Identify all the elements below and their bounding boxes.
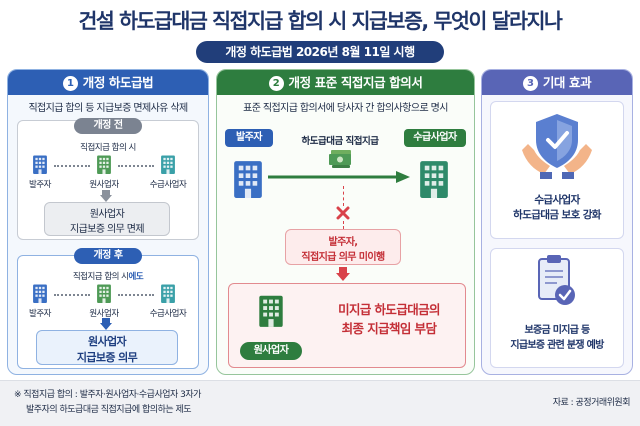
arrow-icon <box>336 267 350 281</box>
failure-line2: 직접지급 의무 미이행 <box>301 252 385 263</box>
entity-label: 수급사업자 <box>149 180 187 190</box>
page-subtitle: 개정 하도급법 2026년 8월 11일 시행 <box>196 41 444 63</box>
failure-box: 발주자, 직접지급 의무 미이행 <box>285 229 401 265</box>
before-note: 직접지급 합의 시 <box>80 143 136 153</box>
money-icon <box>329 150 351 168</box>
after-tag: 개정 후 <box>74 248 142 264</box>
panel-header-label: 개정 표준 직접지급 합의서 <box>288 75 423 90</box>
entity-label: 발주자 <box>29 309 51 319</box>
panel-number: 1 <box>62 76 78 91</box>
effect-2-text: 보증금 미지급 등 지급보증 관련 분쟁 예방 <box>490 323 624 353</box>
source-label: 자료 : 공정거래위원회 <box>552 398 631 408</box>
effect-2-line2: 지급보증 관련 분쟁 예방 <box>510 340 604 351</box>
dashed-line <box>343 221 344 229</box>
building-icon <box>259 295 283 327</box>
entity-label: 원사업자 <box>89 309 119 319</box>
building-icon <box>234 161 262 198</box>
effect-2-line1: 보증금 미지급 등 <box>524 325 590 336</box>
payment-label: 하도급대금 직접지급 <box>301 136 379 147</box>
after-result: 원사업자 지급보증 의무 <box>36 330 178 365</box>
panel-description: 표준 직접지급 합의서에 당사자 간 합의사항으로 명시 <box>243 103 448 114</box>
entity-label: 발주자 <box>29 180 51 190</box>
dotted-connector <box>118 294 154 296</box>
after-result-line2: 지급보증 의무 <box>76 351 138 364</box>
x-mark-icon <box>336 206 350 220</box>
subcontractor-tag: 수급사업자 <box>404 129 466 147</box>
orderer-tag: 발주자 <box>225 129 273 147</box>
building-icon <box>33 284 47 303</box>
effect-1-text: 수급사업자 하도급대금 보호 강화 <box>490 193 624 223</box>
after-note: 직접지급 합의 시에도 <box>17 270 199 282</box>
building-icon <box>97 155 111 174</box>
page-title: 건설 하도급대금 직접지급 합의 시 지급보증, 무엇이 달라지나 <box>78 9 562 33</box>
entity-label: 원사업자 <box>89 180 119 190</box>
panel-header-label: 기대 효과 <box>542 75 592 90</box>
building-icon <box>161 155 175 174</box>
dashed-line <box>343 186 344 206</box>
effect-1-line2: 하도급대금 보호 강화 <box>513 209 601 221</box>
panel-header: 1 개정 하도급법 <box>8 70 208 95</box>
after-note-highlight: 에도 <box>128 272 144 282</box>
panel-number: 3 <box>522 76 538 91</box>
building-icon <box>161 284 175 303</box>
liability-line2: 최종 지급책임 부담 <box>341 321 437 336</box>
before-tag: 개정 전 <box>74 118 142 134</box>
shield-hands-icon <box>522 114 592 179</box>
liability-text: 미지급 하도급대금의 최종 지급책임 부담 <box>316 300 462 338</box>
panel-header: 2 개정 표준 직접지급 합의서 <box>217 70 474 95</box>
building-icon <box>33 155 47 174</box>
dotted-connector <box>118 165 154 167</box>
footer-note-line2: 발주자의 하도급대금 직접지급에 합의하는 제도 <box>26 405 192 415</box>
panel-description: 직접지급 합의 등 지급보증 면제사유 삭제 <box>28 103 188 114</box>
arrow-icon <box>100 318 112 330</box>
payment-arrow <box>268 171 410 183</box>
after-result-line1: 원사업자 <box>87 335 127 348</box>
panel-number: 2 <box>268 76 284 91</box>
contractor-tag: 원사업자 <box>240 342 302 360</box>
after-note-text: 직접지급 합의 시 <box>72 272 129 282</box>
panel-header-label: 개정 하도급법 <box>82 75 154 90</box>
dotted-connector <box>54 294 90 296</box>
dotted-connector <box>54 165 90 167</box>
before-result-line2: 지급보증 의무 면제 <box>70 224 145 235</box>
liability-line1: 미지급 하도급대금의 <box>338 302 440 317</box>
building-icon <box>420 161 448 198</box>
building-icon <box>97 284 111 303</box>
effect-1-line1: 수급사업자 <box>534 194 580 206</box>
footer <box>0 380 640 426</box>
before-result: 원사업자 지급보증 의무 면제 <box>44 202 170 236</box>
entity-label: 수급사업자 <box>149 309 187 319</box>
clipboard-check-icon <box>538 255 575 305</box>
failure-line1: 발주자, <box>328 237 359 248</box>
arrow-icon <box>100 190 112 202</box>
panel-header: 3 기대 효과 <box>482 70 632 95</box>
before-result-line1: 원사업자 <box>89 209 125 220</box>
footer-note-line1: ※ 직접지급 합의 : 발주자·원사업자·수급사업자 3자가 <box>14 390 201 400</box>
